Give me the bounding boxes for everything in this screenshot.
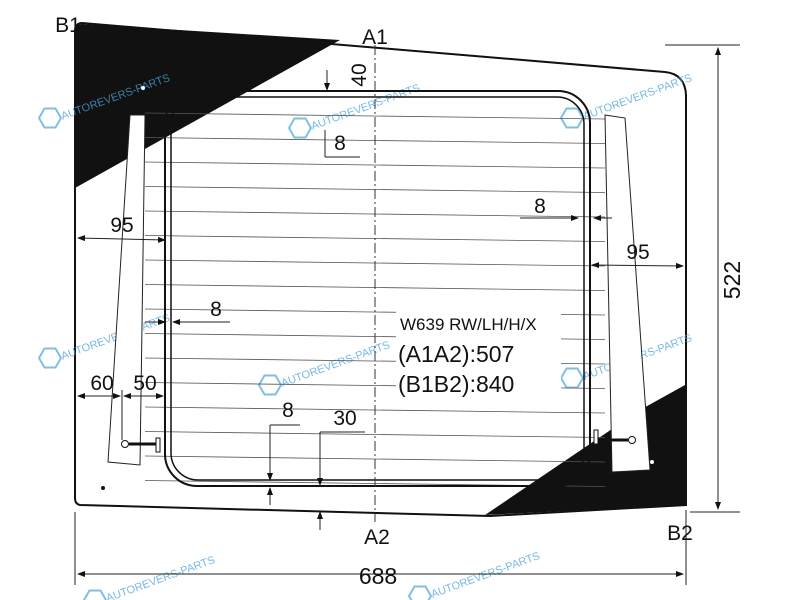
top-offset-dimension: 40: [348, 63, 371, 86]
strip-60-dimension: 60: [90, 372, 113, 395]
heating-line: [144, 431, 606, 438]
left-side-strip: [107, 114, 146, 466]
right-margin-dimension: 95: [626, 241, 649, 264]
watermark-logo: AUTOREVERS-PARTS: [407, 550, 542, 600]
right-side-strip: [604, 114, 651, 473]
inner-top-dimension: 8: [334, 132, 346, 155]
inner-opening-outer: [164, 90, 591, 487]
label-b1: B1: [55, 14, 81, 37]
b1b2-measurement: (B1B2):840: [398, 371, 514, 397]
mount-dot: [101, 486, 105, 490]
inner-opening-inner: [170, 96, 585, 481]
mount-dot: [141, 86, 145, 90]
inner-left-dimension: 8: [210, 298, 222, 321]
watermark-logo: AUTOREVERS-PARTS: [82, 554, 217, 600]
heating-line: [144, 112, 606, 120]
mount-dot: [650, 460, 654, 464]
bottom-30-dimension: 30: [333, 407, 356, 430]
right-connector-terminal: [593, 429, 636, 445]
label-a1: A1: [362, 26, 388, 49]
bottom-8-dimension: 8: [282, 399, 294, 422]
height-dimension: 522: [719, 261, 745, 299]
label-b2: B2: [667, 522, 693, 545]
inner-right-dimension: 8: [534, 195, 546, 218]
part-info-backdrop: [396, 310, 561, 398]
heating-line: [144, 161, 606, 169]
left-connector-terminal: [121, 437, 161, 453]
a1a2-measurement: (A1A2):507: [398, 341, 514, 367]
width-dimension: 688: [359, 563, 397, 589]
strip-50-dimension: 50: [133, 372, 156, 395]
part-code: W639 RW/LH/H/X: [400, 315, 537, 334]
label-a2: A2: [364, 526, 390, 549]
left-margin-dimension: 95: [110, 214, 133, 237]
watermark-text: AUTOREVERS-PARTS: [430, 550, 542, 600]
watermark-text: AUTOREVERS-PARTS: [105, 554, 217, 600]
